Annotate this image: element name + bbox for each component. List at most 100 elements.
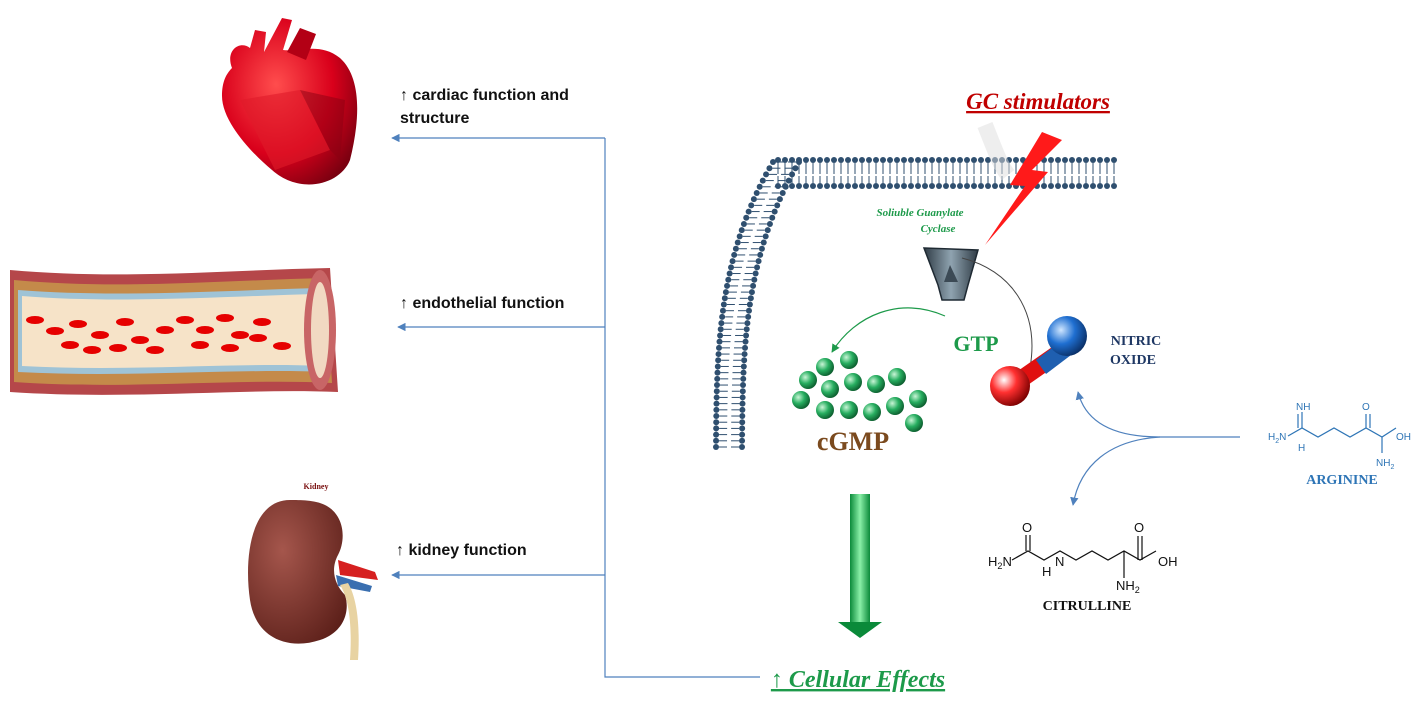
lipid-head <box>852 183 858 189</box>
lipid-bilayer-icon <box>713 157 1117 450</box>
lipid-head <box>775 183 781 189</box>
lipid-head <box>736 233 743 240</box>
nitric-oxide-molecule-icon <box>990 316 1087 406</box>
lipid-head <box>725 276 732 283</box>
cgmp-sphere <box>792 391 810 409</box>
lipid-head <box>1083 157 1089 163</box>
lipid-head <box>748 289 755 296</box>
citrulline-structure <box>1011 535 1157 578</box>
endothelial-effect-label: ↑ endothelial function <box>400 295 565 312</box>
lipid-head <box>796 159 802 165</box>
lipid-head <box>770 159 776 165</box>
lipid-head <box>750 196 757 203</box>
lipid-head <box>717 326 724 333</box>
lipid-head <box>713 382 720 389</box>
lipid-head <box>873 157 879 163</box>
lipid-head <box>1062 157 1068 163</box>
lipid-head <box>1069 183 1075 189</box>
cgmp-sphere <box>816 401 834 419</box>
lipid-head <box>715 351 722 358</box>
lipid-head <box>769 214 776 221</box>
lipid-head <box>745 307 752 314</box>
lipid-head <box>739 400 746 407</box>
lipid-head <box>880 157 886 163</box>
svg-text:NH2: NH2 <box>1116 578 1140 595</box>
lipid-head <box>743 214 750 221</box>
lipid-head <box>750 282 757 289</box>
lipid-head <box>852 157 858 163</box>
lipid-head <box>978 183 984 189</box>
lipid-head <box>838 157 844 163</box>
lipid-head <box>1090 183 1096 189</box>
lipid-head <box>922 183 928 189</box>
lipid-head <box>1097 183 1103 189</box>
lipid-head <box>985 157 991 163</box>
lipid-head <box>880 183 886 189</box>
lipid-head <box>713 413 720 420</box>
lightning-bolt-icon <box>977 122 1062 245</box>
lipid-head <box>817 157 823 163</box>
lipid-head <box>1104 157 1110 163</box>
lipid-head <box>745 208 752 215</box>
kidney-effect-label: ↑ kidney function <box>396 542 527 559</box>
cgmp-sphere <box>840 401 858 419</box>
lipid-head <box>873 183 879 189</box>
lipid-head <box>915 157 921 163</box>
lipid-head <box>740 220 747 227</box>
lipid-head <box>722 289 729 296</box>
lipid-head <box>734 239 741 246</box>
lipid-head <box>1104 183 1110 189</box>
lipid-head <box>845 183 851 189</box>
cgmp-sphere <box>867 375 885 393</box>
lipid-head <box>751 276 758 283</box>
lipid-head <box>978 157 984 163</box>
lipid-head <box>810 183 816 189</box>
cgmp-sphere <box>886 397 904 415</box>
lipid-head <box>739 394 746 401</box>
lipid-head <box>719 313 726 320</box>
down-arrow-icon <box>838 494 882 638</box>
lipid-head <box>745 313 752 320</box>
lipid-head <box>741 357 748 364</box>
lipid-head <box>747 295 754 302</box>
lipid-head <box>803 183 809 189</box>
svg-text:H2N: H2N <box>1268 432 1286 445</box>
lipid-head <box>922 157 928 163</box>
reaction-arrows <box>1070 391 1240 506</box>
lipid-head <box>752 270 759 277</box>
lipid-head <box>776 196 783 203</box>
lipid-head <box>831 183 837 189</box>
lipid-head <box>936 157 942 163</box>
lipid-head <box>713 388 720 395</box>
lipid-head <box>714 375 721 382</box>
lipid-head <box>719 307 726 314</box>
cgmp-sphere <box>888 368 906 386</box>
lipid-head <box>866 183 872 189</box>
lipid-head <box>713 437 720 444</box>
sgc-label-line2: Cyclase <box>921 223 956 235</box>
lipid-head <box>739 419 746 426</box>
lipid-head <box>746 301 753 308</box>
lipid-head <box>758 245 765 252</box>
lipid-head <box>950 183 956 189</box>
lipid-head <box>1076 157 1082 163</box>
svg-text:O: O <box>1022 520 1032 535</box>
lipid-head <box>901 157 907 163</box>
lipid-head <box>992 183 998 189</box>
cgmp-label: cGMP <box>817 427 889 456</box>
lipid-head <box>739 444 745 450</box>
sgc-label-line1: Soliuble Guanylate <box>876 207 963 219</box>
lipid-head <box>739 431 746 438</box>
svg-text:NH2: NH2 <box>1376 458 1394 471</box>
lipid-head <box>762 233 769 240</box>
lipid-head <box>838 183 844 189</box>
lipid-head <box>729 258 736 265</box>
lipid-head <box>936 183 942 189</box>
lipid-head <box>789 171 796 178</box>
lipid-head <box>754 264 761 271</box>
lipid-head <box>817 183 823 189</box>
lipid-head <box>1111 183 1117 189</box>
lipid-head <box>1048 157 1054 163</box>
cardiac-effect-label: ↑ cardiac function and structure <box>400 87 569 127</box>
lipid-head <box>728 264 735 271</box>
